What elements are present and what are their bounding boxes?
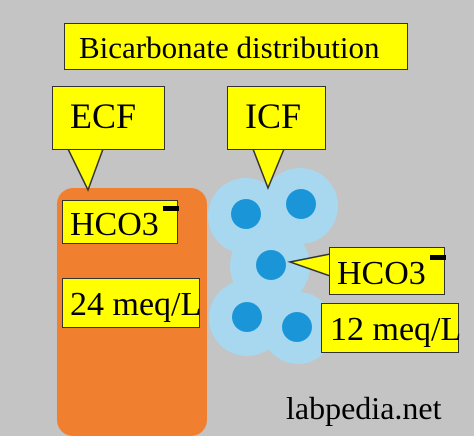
ecf-concentration-text: 24 meq/L — [70, 286, 202, 323]
ecf-label: ECF — [70, 96, 137, 136]
icf-ion-callout: HCO3 — [329, 247, 446, 295]
negative-charge-bar — [429, 255, 446, 260]
cell-nucleus — [232, 302, 262, 332]
icf-ion-text: HCO3 — [337, 255, 426, 292]
diagram-title-text: Bicarbonate distribution — [79, 30, 380, 65]
source-watermark: labpedia.net — [286, 390, 442, 426]
icf-label-callout: ICF — [227, 86, 326, 150]
cell-nucleus — [256, 250, 286, 280]
icf-concentration-text: 12 meq/L — [330, 311, 462, 348]
cell-nucleus — [286, 189, 316, 219]
cell-nucleus — [231, 199, 261, 229]
cell-nucleus — [282, 312, 312, 342]
ecf-callout-pointer — [66, 148, 105, 192]
ecf-label-callout: ECF — [52, 86, 165, 150]
negative-charge-bar — [162, 206, 179, 211]
icf-label: ICF — [245, 96, 302, 136]
diagram-title: Bicarbonate distribution — [64, 23, 408, 70]
icf-concentration-label: 12 meq/L — [321, 303, 462, 353]
ecf-concentration-label: 24 meq/L — [62, 278, 202, 328]
ecf-ion-label: HCO3 — [62, 200, 179, 244]
icf-nuclei — [231, 189, 316, 342]
ecf-ion-text: HCO3 — [70, 206, 159, 243]
